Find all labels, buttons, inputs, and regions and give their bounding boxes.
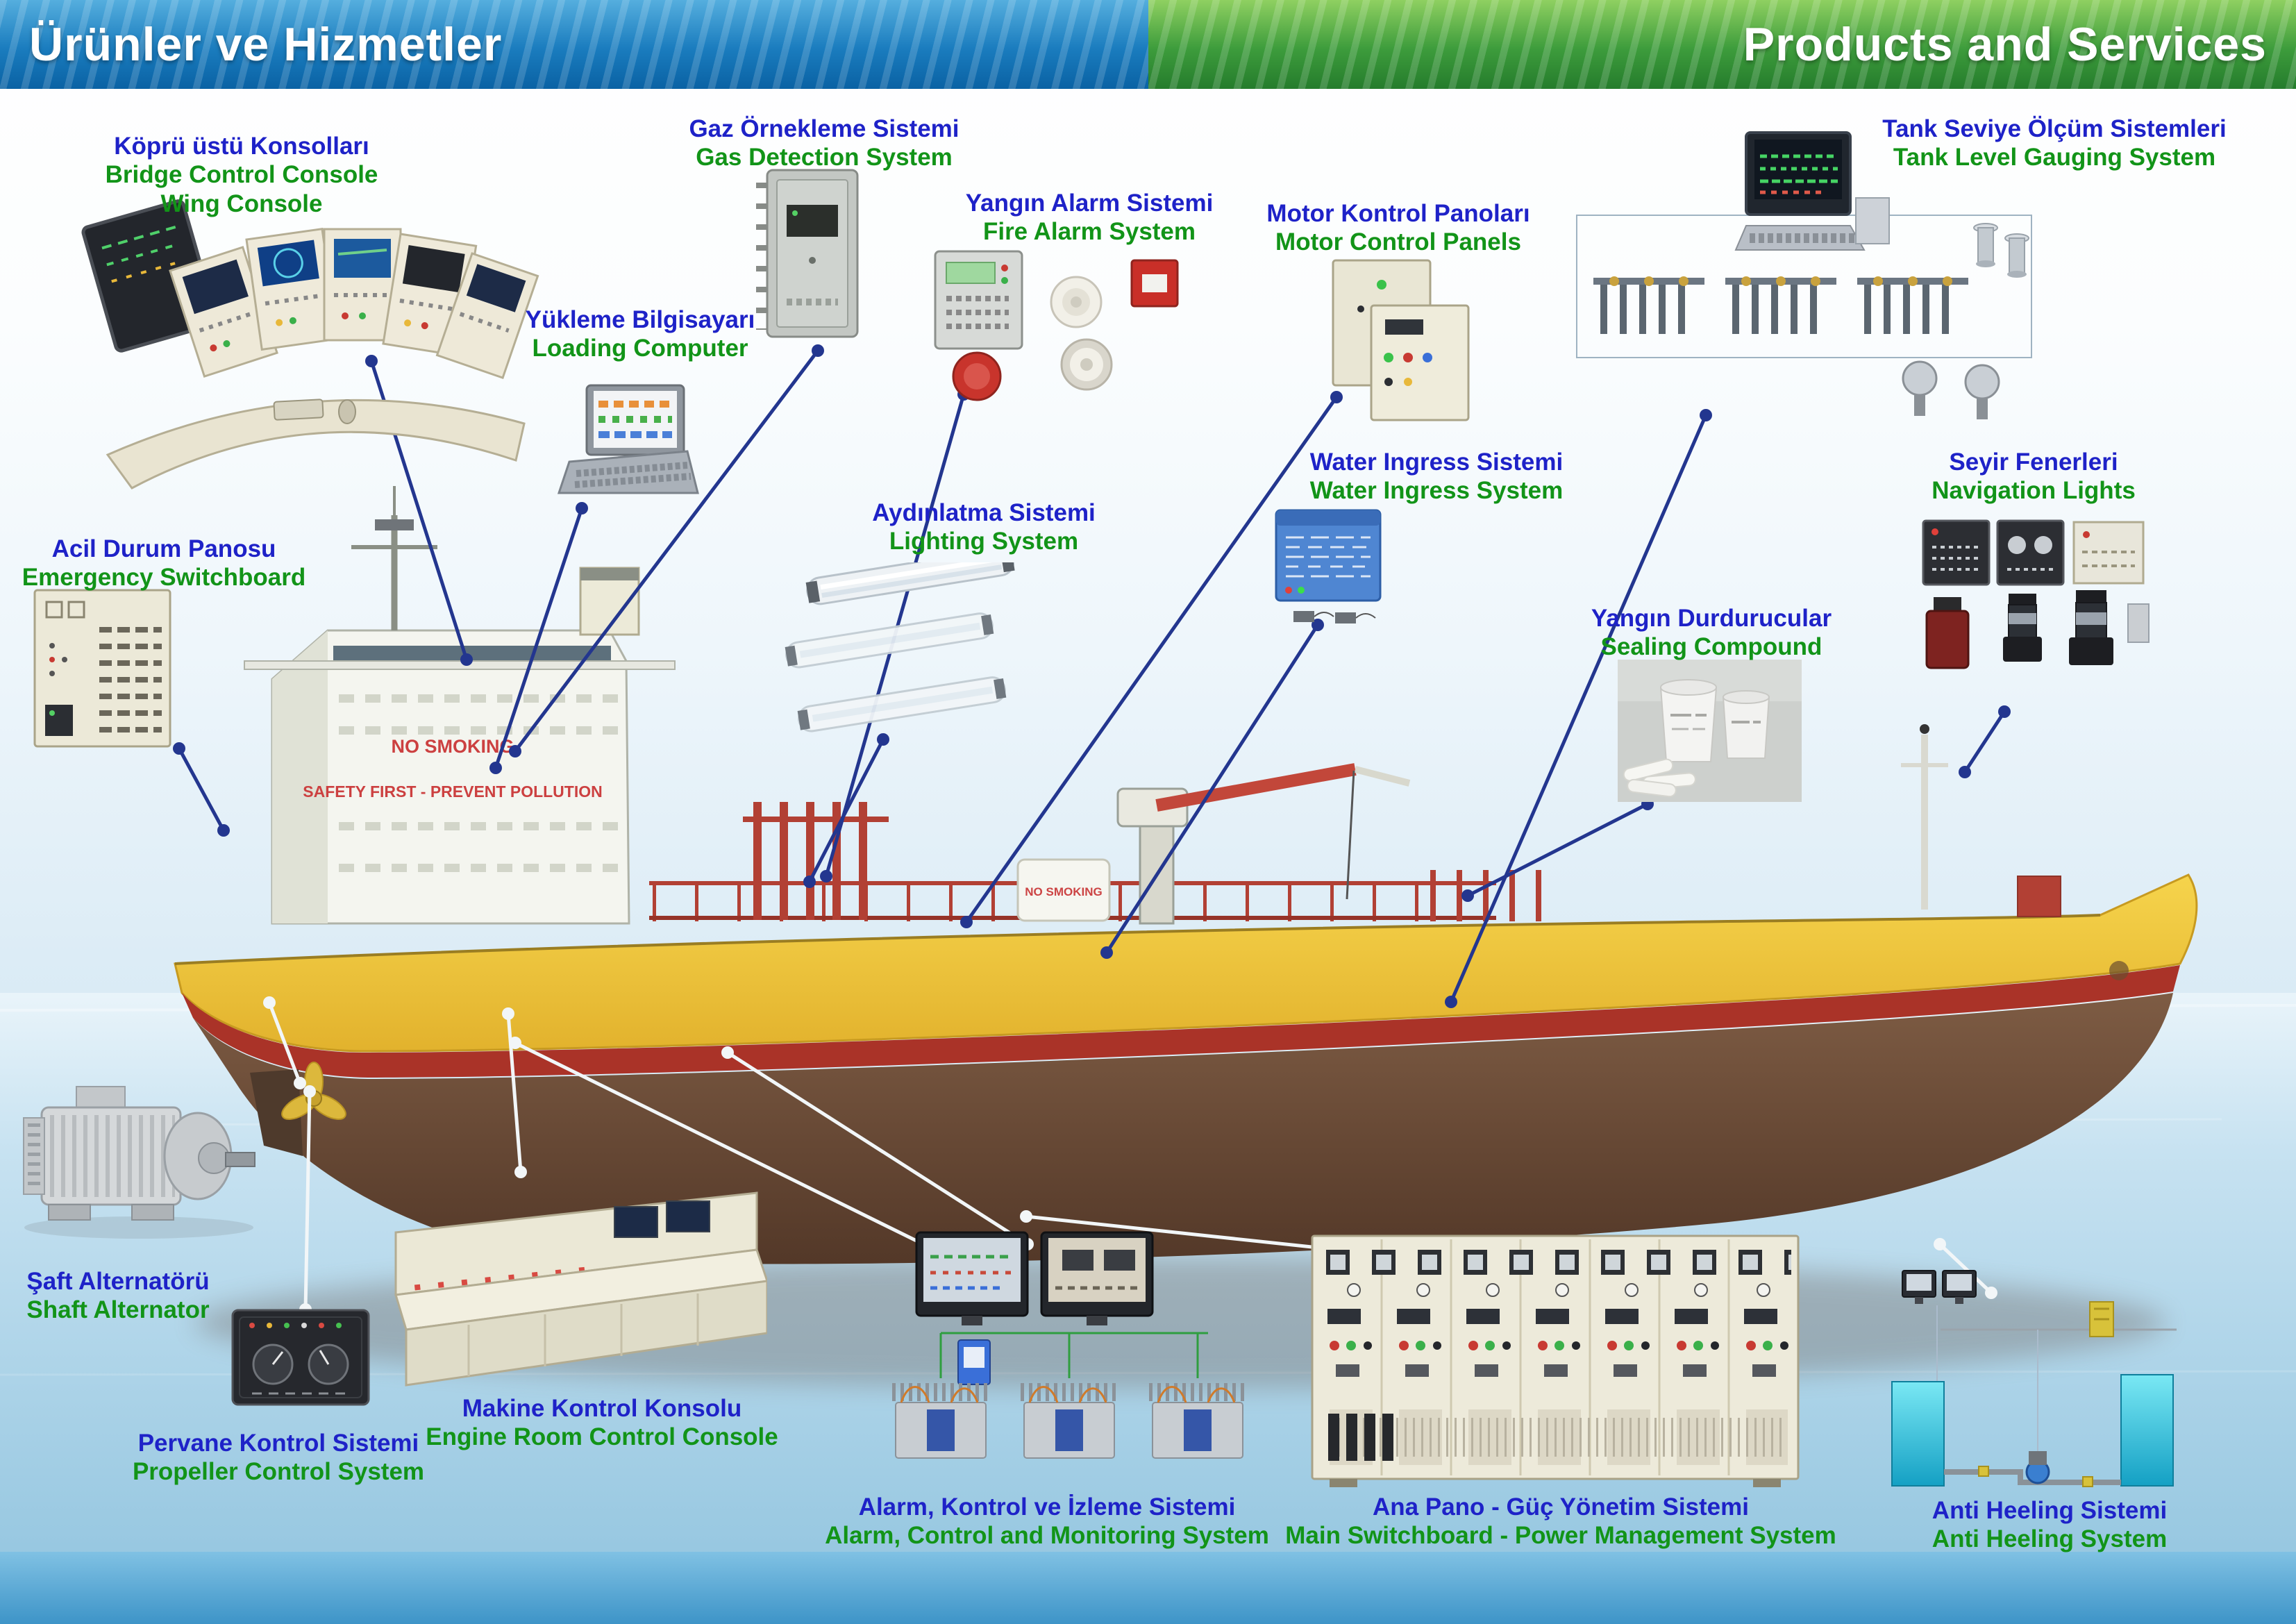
label-en: Alarm, Control and Monitoring System: [825, 1522, 1269, 1550]
main-switchboard-image: [1309, 1229, 1802, 1493]
label-en: Fire Alarm System: [982, 218, 1196, 246]
deck-no-smoking-sign: NO SMOKING: [1025, 885, 1102, 898]
label-tr: Seyir Fenerleri: [1949, 449, 2118, 476]
shaft-alternator-image: [14, 1069, 264, 1250]
header-right-panel: Products and Services: [1148, 0, 2296, 89]
radar-mast: [351, 486, 437, 630]
label-water-ingress-system: Water Ingress Sistemi Water Ingress Syst…: [1310, 448, 1563, 505]
label-loading-computer: Yükleme Bilgisayarı Loading Computer: [526, 305, 755, 363]
engine-console-image: [385, 1166, 767, 1396]
navy-connector-dots: [173, 344, 2011, 1008]
motor-control-panels-image: [1319, 257, 1479, 424]
safety-first-sign: SAFETY FIRST - PREVENT POLLUTION: [303, 782, 603, 801]
water-ingress-image: [1269, 507, 1387, 635]
label-sealing-compound: Yangın Durdurucular Sealing Compound: [1591, 604, 1832, 662]
page-title-turkish: Ürünler ve Hizmetler: [29, 18, 503, 71]
label-propeller-control: Pervane Kontrol Sistemi Propeller Contro…: [133, 1429, 424, 1487]
label-tr: Gaz Örnekleme Sistemi: [689, 115, 960, 142]
loading-computer-image: [548, 382, 701, 517]
no-smoking-sign: NO SMOKING: [391, 736, 514, 757]
label-en: Main Switchboard - Power Management Syst…: [1285, 1522, 1836, 1550]
label-tr: Yangın Alarm Sistemi: [965, 190, 1214, 217]
label-en2: Wing Console: [160, 190, 323, 217]
label-en: Navigation Lights: [1932, 477, 2136, 505]
label-tr: Acil Durum Panosu: [51, 535, 276, 562]
label-gas-detection-system: Gaz Örnekleme Sistemi Gas Detection Syst…: [689, 115, 959, 172]
label-bridge-control-console: Köprü üstü Konsolları Bridge Control Con…: [106, 132, 378, 218]
label-tr: Ana Pano - Güç Yönetim Sistemi: [1373, 1493, 1749, 1521]
tank-level-gauging-image: [1573, 128, 2052, 441]
alarm-monitoring-image: [875, 1229, 1257, 1493]
label-en: Emergency Switchboard: [22, 564, 306, 592]
page-title-english: Products and Services: [1743, 18, 2267, 71]
deck-tank: NO SMOKING: [1016, 858, 1111, 922]
anchor: [2109, 961, 2129, 980]
label-en: Sealing Compound: [1600, 633, 1822, 661]
label-tr: Şaft Alternatörü: [26, 1268, 210, 1295]
label-tr: Makine Kontrol Konsolu: [462, 1395, 742, 1422]
label-tank-level-gauging: Tank Seviye Ölçüm Sistemleri Tank Level …: [1882, 115, 2226, 172]
bow-mast: [1901, 724, 1948, 910]
label-alarm-monitoring: Alarm, Kontrol ve İzleme Sistemi Alarm, …: [825, 1493, 1269, 1550]
label-tr: Tank Seviye Ölçüm Sistemleri: [1882, 115, 2227, 142]
label-en: Anti Heeling System: [1932, 1525, 2168, 1553]
label-en: Water Ingress System: [1309, 477, 1564, 505]
deck-crane: [1116, 763, 1411, 925]
label-en: Tank Level Gauging System: [1893, 144, 2216, 171]
header-bar: Ürünler ve Hizmetler Products and Servic…: [0, 0, 2296, 89]
label-en: Lighting System: [889, 528, 1079, 555]
label-tr: Water Ingress Sistemi: [1309, 449, 1564, 476]
label-en: Motor Control Panels: [1275, 228, 1521, 256]
label-tr: Motor Kontrol Panoları: [1266, 200, 1530, 227]
label-motor-control-panels: Motor Kontrol Panoları Motor Control Pan…: [1266, 199, 1530, 257]
label-en: Propeller Control System: [132, 1458, 425, 1486]
label-en: Bridge Control Console: [105, 161, 378, 189]
superstructure: NO SMOKING SAFETY FIRST - PREVENT POLLUT…: [244, 486, 676, 925]
label-en: Gas Detection System: [696, 144, 953, 171]
label-tr: Anti Heeling Sistemi: [1932, 1497, 2168, 1524]
header-left-panel: Ürünler ve Hizmetler: [0, 0, 1148, 89]
label-lighting-system: Aydınlatma Sistemi Lighting System: [872, 499, 1096, 556]
label-shaft-alternator: Şaft Alternatörü Shaft Alternator: [26, 1267, 209, 1325]
emergency-switchboard-image: [31, 587, 174, 753]
rudder-propeller: [250, 1062, 346, 1156]
bridge-wings: [244, 660, 676, 670]
label-tr: Alarm, Kontrol ve İzleme Sistemi: [858, 1493, 1236, 1521]
navigation-lights-image: [1920, 514, 2156, 694]
label-en: Shaft Alternator: [26, 1296, 210, 1324]
anti-heeling-image: [1882, 1264, 2187, 1500]
label-navigation-lights: Seyir Fenerleri Navigation Lights: [1932, 448, 2136, 505]
fire-alarm-image: [934, 243, 1184, 403]
label-tr: Yükleme Bilgisayarı: [525, 306, 755, 333]
label-main-switchboard: Ana Pano - Güç Yönetim Sistemi Main Swit…: [1285, 1493, 1836, 1550]
label-anti-heeling: Anti Heeling Sistemi Anti Heeling System: [1932, 1496, 2167, 1554]
label-en: Engine Room Control Console: [426, 1423, 778, 1451]
gas-detection-image: [746, 163, 878, 351]
hull: [174, 873, 2198, 1264]
bridge-console-image: [66, 156, 552, 496]
label-en: Loading Computer: [532, 335, 748, 362]
sealing-compound-image: [1618, 660, 1802, 802]
label-tr: Yangın Durdurucular: [1591, 605, 1832, 632]
label-tr: Köprü üstü Konsolları: [114, 133, 369, 160]
label-fire-alarm-system: Yangın Alarm Sistemi Fire Alarm System: [966, 189, 1214, 246]
label-engine-room-console: Makine Kontrol Konsolu Engine Room Contr…: [426, 1394, 778, 1452]
propeller-control-image: [231, 1309, 370, 1406]
label-emergency-switchboard: Acil Durum Panosu Emergency Switchboard: [22, 535, 305, 592]
lighting-system-image: [778, 562, 1028, 757]
label-tr: Pervane Kontrol Sistemi: [137, 1430, 419, 1457]
label-tr: Aydınlatma Sistemi: [872, 499, 1096, 526]
